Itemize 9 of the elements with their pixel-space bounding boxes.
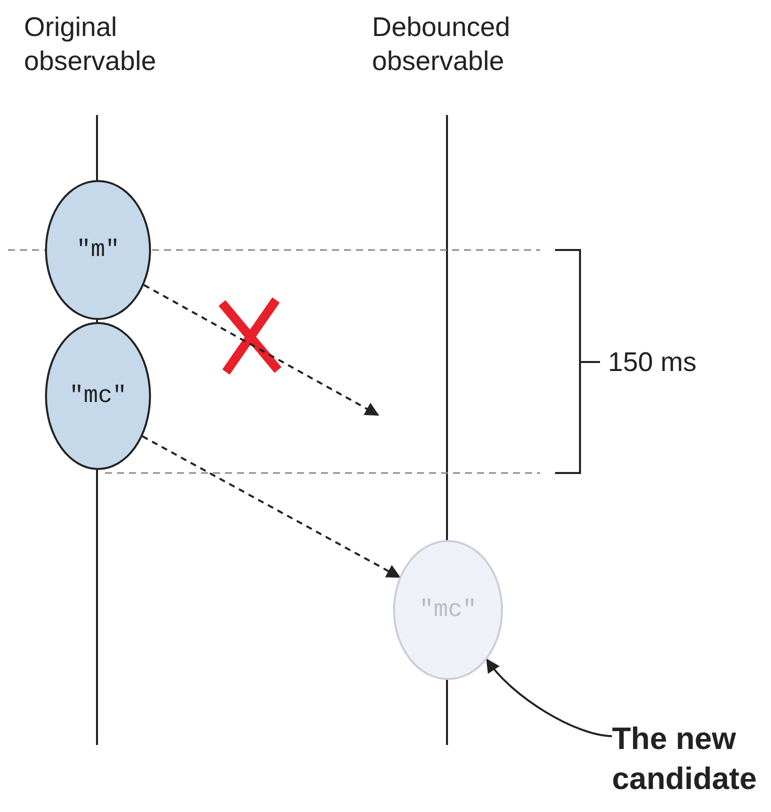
- column-heading: Debounced observable: [372, 11, 512, 78]
- event-circle: "mc": [45, 322, 151, 470]
- arrow: [143, 284, 380, 416]
- annotation-text: The new candidate: [612, 715, 767, 803]
- arrow: [486, 658, 612, 738]
- column-heading: Original observable: [24, 11, 158, 78]
- arrow: [142, 435, 401, 578]
- duration-label: 150 ms: [608, 346, 698, 379]
- event-circle: "m": [45, 180, 151, 320]
